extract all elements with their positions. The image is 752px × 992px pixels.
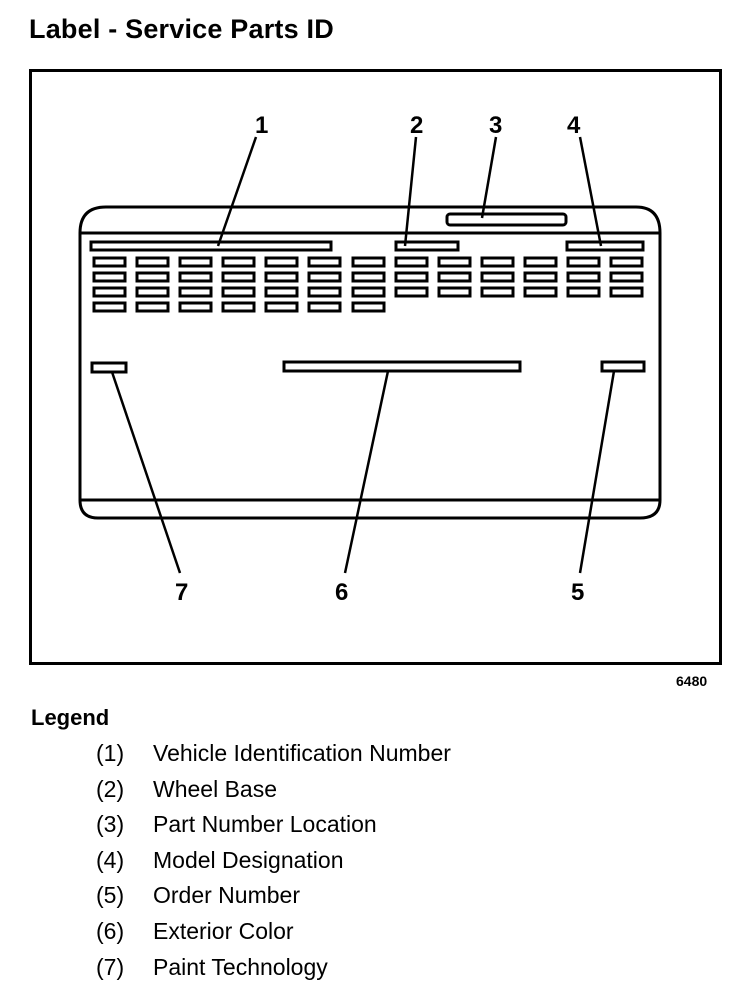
field-part-number-location bbox=[445, 212, 568, 227]
option-code-box bbox=[566, 271, 601, 283]
service-parts-label-diagram: 1 2 3 4 5 6 7 bbox=[78, 112, 662, 606]
option-code-box bbox=[351, 256, 386, 268]
field-exterior-color bbox=[282, 360, 522, 373]
option-code-box bbox=[92, 286, 127, 298]
callout-2: 2 bbox=[410, 112, 423, 139]
option-code-box bbox=[480, 286, 515, 298]
callout-4: 4 bbox=[567, 112, 581, 139]
option-code-box bbox=[566, 286, 601, 298]
option-code-box bbox=[92, 301, 127, 313]
option-code-box bbox=[437, 256, 472, 268]
option-code-box bbox=[221, 271, 256, 283]
option-code-box bbox=[92, 271, 127, 283]
legend-item-number: (3) bbox=[96, 811, 125, 838]
legend-title: Legend bbox=[31, 705, 110, 730]
leader-line-6 bbox=[343, 370, 390, 574]
legend-item: (2) Wheel Base bbox=[96, 776, 451, 812]
option-code-box bbox=[609, 256, 644, 268]
leader-line-7 bbox=[110, 371, 182, 574]
option-code-box bbox=[92, 256, 127, 268]
leader-line-4 bbox=[578, 136, 603, 247]
legend-list: (1) Vehicle Identification Number (2) Whee… bbox=[96, 740, 451, 989]
field-vin bbox=[89, 240, 333, 252]
field-paint-technology bbox=[90, 361, 128, 374]
illustration-frame bbox=[29, 69, 722, 665]
option-code-box bbox=[351, 301, 386, 313]
option-code-box bbox=[264, 301, 299, 313]
option-code-box bbox=[178, 286, 213, 298]
option-code-box bbox=[351, 286, 386, 298]
option-code-box bbox=[437, 286, 472, 298]
option-code-box bbox=[178, 301, 213, 313]
legend-item: (1) Vehicle Identification Number bbox=[96, 740, 451, 776]
legend-item-number: (1) bbox=[96, 740, 125, 766]
option-code-box bbox=[307, 271, 342, 283]
option-code-grid bbox=[92, 256, 644, 313]
legend-item-label: Part Number Location bbox=[153, 811, 377, 838]
option-code-box bbox=[135, 301, 170, 313]
option-code-box bbox=[523, 286, 558, 298]
field-order-number bbox=[600, 360, 646, 373]
legend-item-label: Model Designation bbox=[153, 846, 344, 873]
option-code-box bbox=[609, 286, 644, 298]
figure-number: 6480 bbox=[676, 673, 708, 689]
option-code-box bbox=[221, 286, 256, 298]
leader-line-5 bbox=[578, 370, 616, 574]
option-code-box bbox=[437, 271, 472, 283]
option-code-box bbox=[178, 256, 213, 268]
callout-7: 7 bbox=[175, 579, 188, 606]
option-code-box bbox=[307, 301, 342, 313]
option-code-box bbox=[178, 271, 213, 283]
legend-item-label: Wheel Base bbox=[153, 775, 278, 802]
option-code-box bbox=[394, 286, 429, 298]
option-code-box bbox=[394, 271, 429, 283]
option-code-box bbox=[523, 256, 558, 268]
leader-line-3 bbox=[480, 136, 498, 219]
option-code-box bbox=[135, 256, 170, 268]
option-code-box bbox=[264, 256, 299, 268]
option-code-box bbox=[394, 256, 429, 268]
option-code-box bbox=[480, 256, 515, 268]
option-code-box bbox=[566, 256, 601, 268]
option-code-box bbox=[264, 286, 299, 298]
callout-5: 5 bbox=[571, 579, 584, 606]
field-model-designation bbox=[565, 240, 645, 252]
option-code-box bbox=[523, 271, 558, 283]
callout-3: 3 bbox=[489, 112, 502, 139]
legend-item: (7) Paint Technology bbox=[96, 954, 451, 990]
legend-item: (5) Order Number bbox=[96, 882, 451, 918]
option-code-box bbox=[609, 271, 644, 283]
option-code-box bbox=[351, 271, 386, 283]
legend-item-label: Vehicle Identification Number bbox=[153, 740, 451, 766]
legend-item: (4) Model Designation bbox=[96, 847, 451, 883]
legend-item-number: (4) bbox=[96, 846, 125, 873]
legend-item-label: Exterior Color bbox=[153, 917, 294, 944]
option-code-box bbox=[264, 271, 299, 283]
legend-item-number: (6) bbox=[96, 917, 125, 944]
option-code-box bbox=[307, 286, 342, 298]
option-code-box bbox=[135, 286, 170, 298]
page-title: Label - Service Parts ID bbox=[29, 14, 334, 44]
callout-1: 1 bbox=[255, 112, 268, 139]
field-wheel-base bbox=[394, 240, 460, 252]
option-code-box bbox=[480, 271, 515, 283]
legend-item: (3) Part Number Location bbox=[96, 811, 451, 847]
option-code-box bbox=[221, 256, 256, 268]
legend-item-label: Paint Technology bbox=[153, 953, 328, 980]
callout-6: 6 bbox=[335, 579, 348, 606]
legend-item-number: (7) bbox=[96, 953, 125, 980]
leader-line-2 bbox=[403, 136, 418, 247]
legend-item-number: (2) bbox=[96, 775, 125, 802]
legend-item-number: (5) bbox=[96, 882, 125, 909]
legend-item: (6) Exterior Color bbox=[96, 918, 451, 954]
option-code-box bbox=[135, 271, 170, 283]
option-code-box bbox=[221, 301, 256, 313]
leader-line-1 bbox=[216, 136, 258, 247]
option-code-box bbox=[307, 256, 342, 268]
legend-item-label: Order Number bbox=[153, 882, 300, 909]
